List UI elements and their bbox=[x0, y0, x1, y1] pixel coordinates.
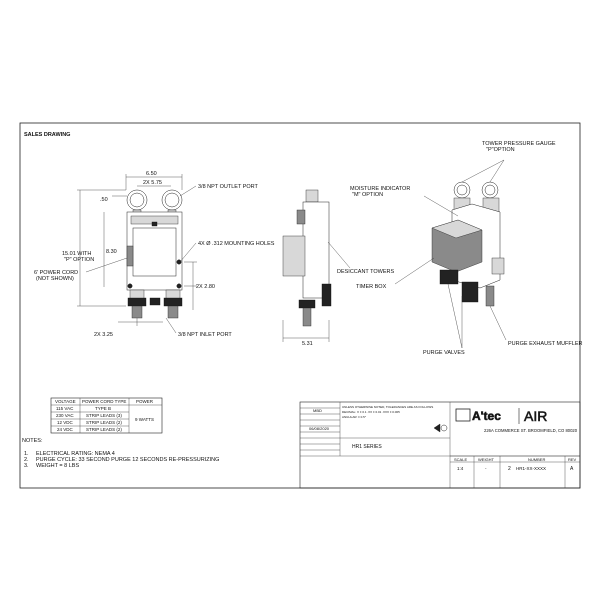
dim-gauge-spacing: 2X 5.75 bbox=[143, 180, 162, 186]
weight-value: - bbox=[485, 466, 487, 471]
side-view: 5.31 DESICCANT TOWERS bbox=[282, 189, 394, 347]
drawing-date: 06/08/2020 bbox=[309, 426, 330, 431]
purge-valves-label: PURGE VALVES bbox=[423, 350, 465, 356]
note-number: 2. bbox=[24, 457, 29, 463]
dim-depth: 5.31 bbox=[302, 341, 313, 347]
tolerance-note-line: ANGULAR: ± 0.5° bbox=[342, 415, 367, 419]
note-number: 1. bbox=[24, 451, 29, 457]
title-block: MBD 06/08/2020 UNLESS OTHERWISE NOTED, T… bbox=[299, 401, 581, 489]
table-header-power: POWER bbox=[136, 399, 154, 404]
table-power-value: 9 WATTS bbox=[135, 417, 154, 422]
moisture-indicator-label: MOISTURE INDICATOR "M" OPTION bbox=[350, 186, 412, 198]
series-name: HR1 SERIES bbox=[352, 444, 382, 450]
dim-hole-span: 8.30 bbox=[106, 249, 117, 255]
moisture-indicator-label-line1: MOISTURE INDICATOR bbox=[350, 186, 410, 192]
table-cell: STRIP LEADS (2) bbox=[86, 427, 122, 432]
dim-overall-height-line1: 15.01 WITH bbox=[62, 251, 91, 257]
table-cell: 24 VDC bbox=[57, 427, 74, 432]
drawn-by: MBD bbox=[313, 408, 322, 413]
dim-top-offset: .50 bbox=[100, 197, 108, 203]
pressure-gauge-label-line1: TOWER PRESSURE GAUGE bbox=[482, 141, 556, 147]
inlet-port-label: 3/8 NPT INLET PORT bbox=[178, 332, 232, 338]
table-cell: 115 VAC bbox=[56, 406, 74, 411]
rev-value: A bbox=[570, 466, 574, 472]
power-cord-label-line1: 6' POWER CORD bbox=[34, 270, 78, 276]
front-view: 6.50 2X 5.75 .50 15.01 bbox=[34, 171, 275, 338]
tolerance-note: UNLESS OTHERWISE NOTED, TOLERANCES ARE A… bbox=[342, 405, 434, 419]
sheet-value: 2 bbox=[508, 466, 511, 472]
power-cord-label: 6' POWER CORD (NOT SHOWN) bbox=[34, 270, 80, 282]
moisture-indicator-label-line2: "M" OPTION bbox=[352, 192, 383, 198]
timer-box-label: TIMER BOX bbox=[356, 284, 387, 290]
dim-overall-height: 15.01 WITH "P" OPTION bbox=[62, 251, 94, 263]
dim-overall-width: 6.50 bbox=[146, 171, 157, 177]
pressure-gauge-label: TOWER PRESSURE GAUGE "P"OPTION bbox=[482, 141, 557, 153]
notes-title: NOTES: bbox=[22, 438, 43, 444]
number-label: NUMBER bbox=[528, 457, 545, 462]
notes: NOTES: 1. ELECTRICAL RATING: NEMA 4 2. P… bbox=[22, 438, 219, 469]
note-item: WEIGHT = 8 LBS bbox=[36, 463, 79, 469]
logo-right: AIR bbox=[524, 408, 547, 424]
sheet-title: SALES DRAWING bbox=[24, 132, 70, 138]
iso-view: TOWER PRESSURE GAUGE "P"OPTION MOISTURE … bbox=[350, 141, 582, 356]
power-table: VOLTAGE POWER CORD TYPE POWER 115 VAC TY… bbox=[50, 397, 163, 434]
table-cell: STRIP LEADS (2) bbox=[86, 420, 122, 425]
note-item: ELECTRICAL RATING: NEMA 4 bbox=[36, 451, 115, 457]
table-header-voltage: VOLTAGE bbox=[55, 399, 76, 404]
weight-label: WEIGHT bbox=[478, 457, 495, 462]
exhaust-muffler-label: PURGE EXHAUST MUFFLER bbox=[508, 341, 582, 347]
company-address: 226A COMMERCE ST. BROOMFIELD, CO 80020 bbox=[484, 428, 578, 433]
logo-left: A'tec bbox=[472, 409, 501, 423]
number-value: HR1-XX-XXXX bbox=[516, 466, 546, 471]
table-header-cord: POWER CORD TYPE bbox=[82, 399, 126, 404]
table-cell: 12 VDC bbox=[57, 420, 74, 425]
dim-overall-height-line2: "P" OPTION bbox=[64, 257, 94, 263]
power-cord-label-line2: (NOT SHOWN) bbox=[36, 276, 74, 282]
scale-value: 1:4 bbox=[457, 466, 464, 471]
dim-inlet-spacing: 2X 3.25 bbox=[94, 332, 113, 338]
rev-label: REV bbox=[568, 457, 577, 462]
pressure-gauge-label-line2: "P"OPTION bbox=[486, 147, 515, 153]
tolerance-note-line: DECIMAL: X ± 0.1 .XX ± 0.01 .XXX ± 0.005 bbox=[342, 410, 400, 414]
tolerance-note-line: UNLESS OTHERWISE NOTED, TOLERANCES ARE A… bbox=[342, 405, 433, 409]
scale-label: SCALE bbox=[454, 457, 467, 462]
desiccant-towers-label: DESICCANT TOWERS bbox=[337, 269, 394, 275]
table-cell: TYPE B bbox=[95, 406, 111, 411]
note-number: 3. bbox=[24, 463, 29, 469]
mounting-holes-label: 4X Ø .312 MOUNTING HOLES bbox=[198, 241, 275, 247]
logo-mark bbox=[455, 408, 471, 422]
note-item: PURGE CYCLE: 33 SECOND PURGE 12 SECONDS … bbox=[36, 457, 219, 463]
dim-hole-dist: 2X 2.80 bbox=[196, 284, 215, 290]
outlet-port-label: 3/8 NPT OUTLET PORT bbox=[198, 184, 259, 190]
table-cell: STRIP LEADS (3) bbox=[86, 413, 122, 418]
table-cell: 230 VAC bbox=[56, 413, 74, 418]
